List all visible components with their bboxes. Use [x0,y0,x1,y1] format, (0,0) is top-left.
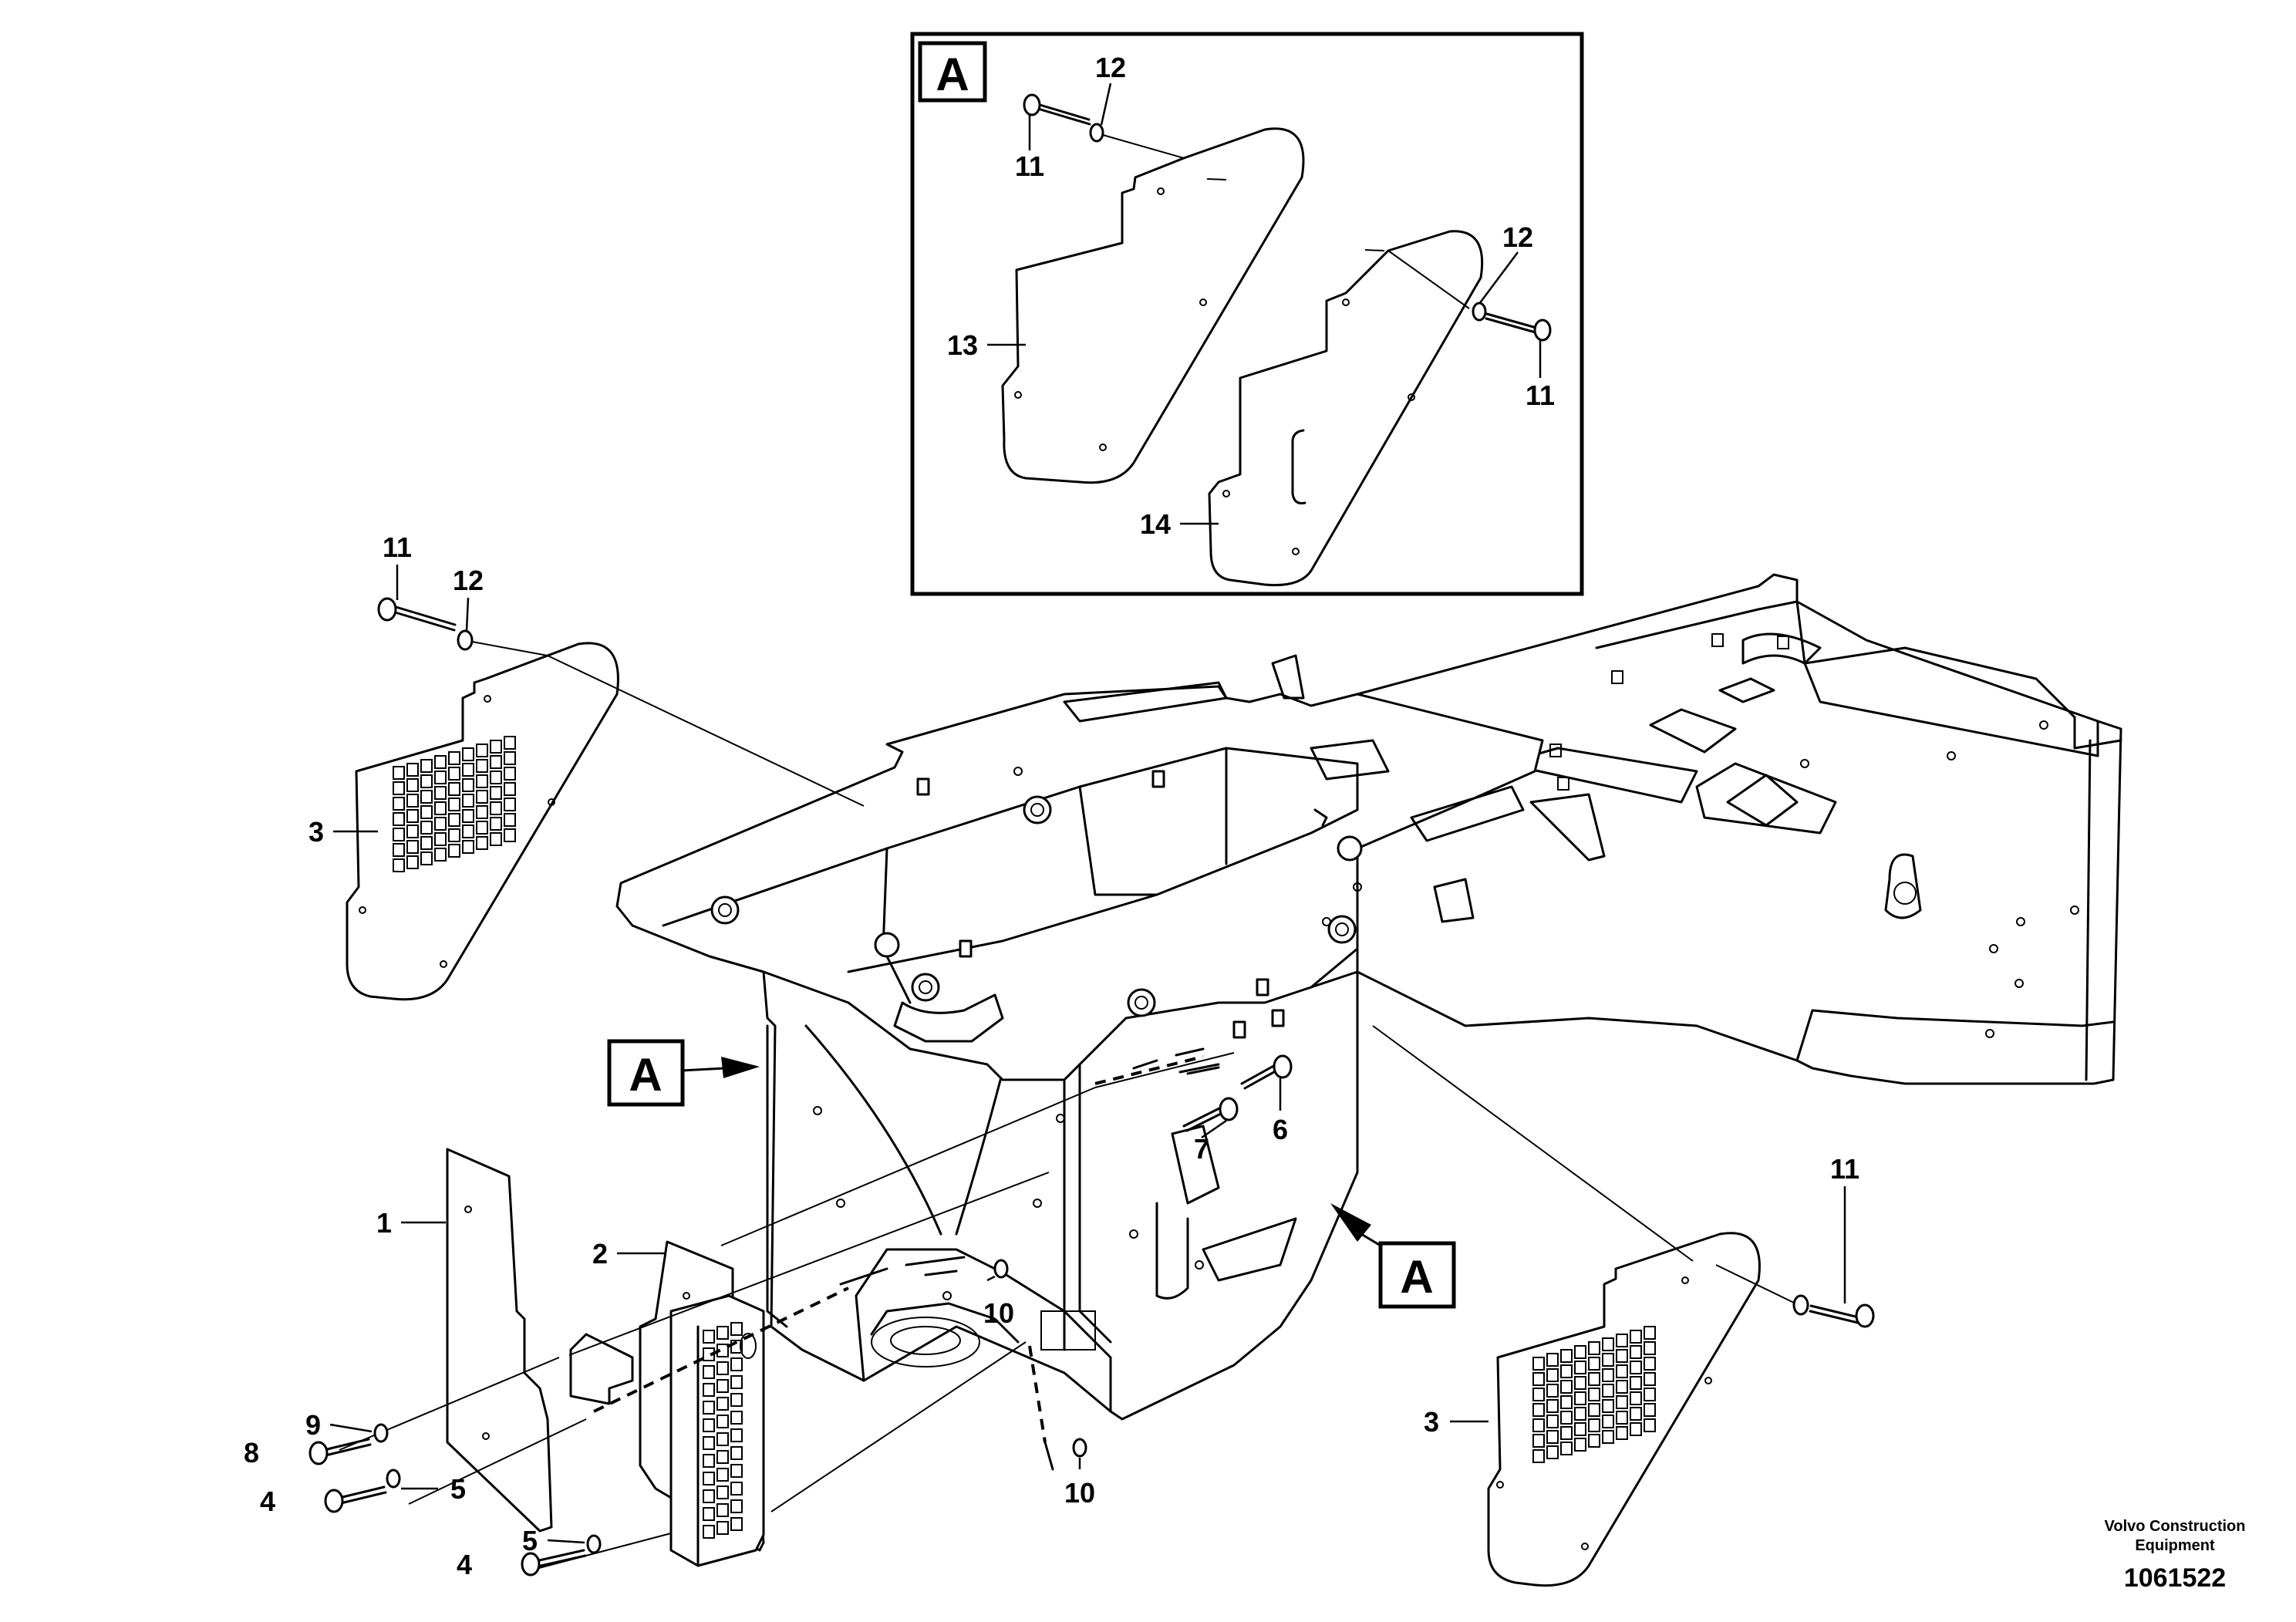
cover-plate-3-left [346,642,619,1001]
callout-11-right: 11 [1830,1153,1859,1185]
callout-3-right: 3 [1424,1406,1439,1438]
callout-11-detail-right: 11 [1526,379,1555,411]
callout-4-a: 4 [260,1485,275,1517]
callout-7: 7 [1194,1133,1209,1165]
callout-14: 14 [1140,508,1171,540]
view-ref-a-right: A [1330,1203,1456,1309]
handle [1291,429,1306,504]
view-ref-label-right: A [1400,1251,1433,1303]
plate-1 [446,1148,553,1533]
cover-plate-13 [1001,127,1305,484]
bolt-7 [1182,1097,1239,1132]
view-ref-label-left: A [629,1049,662,1101]
bolt-11-detail-right [1485,312,1552,342]
document-number: 1061522 [2124,1563,2226,1593]
bolt-4-a [324,1485,387,1513]
callout-13: 13 [947,329,978,361]
cover-plate-3-right [1487,1232,1761,1587]
bolt-8 [308,1438,372,1465]
washer-9 [373,1423,389,1443]
bolt-6 [1240,1054,1293,1090]
callout-11-left: 11 [383,531,412,563]
detail-view-a: A [910,32,1584,596]
washer-10-a [993,1259,1009,1279]
bolt-11-left [377,597,457,632]
callout-8: 8 [244,1437,259,1469]
bolt-4-b [521,1549,587,1576]
callout-10-a: 10 [983,1297,1014,1329]
callout-1: 1 [376,1207,392,1239]
washer-11-right [1792,1294,1809,1316]
view-ref-a-left: A [607,1039,760,1107]
washer-12-detail-top [1089,123,1104,143]
detail-view-label: A [936,49,969,100]
washer-12-detail-right [1472,302,1487,322]
main-frame [615,573,2122,1421]
bolt-11-detail-top [1023,93,1091,126]
callout-4-b: 4 [457,1549,472,1580]
washer-10-b [1072,1438,1087,1458]
callout-12-detail-top: 12 [1095,52,1126,83]
callout-6: 6 [1273,1114,1288,1145]
callout-11-detail-top: 11 [1015,150,1044,182]
detail-view-label-box [918,41,987,103]
callout-2: 2 [592,1238,608,1270]
callout-5-b: 5 [522,1525,538,1556]
bolt-11-right [1809,1303,1875,1328]
callout-5-a: 5 [450,1473,466,1505]
callout-12-left: 12 [453,565,484,596]
callout-12-detail-right: 12 [1502,221,1533,253]
cover-plate-14 [1208,230,1484,587]
washer-5-b [586,1534,602,1554]
grille-plate [669,1294,765,1567]
manufacturer-line-1: Volvo Construction [2105,1518,2246,1535]
manufacturer-line-2: Equipment [2135,1537,2215,1554]
callout-10-b: 10 [1064,1477,1095,1509]
washer-12-left [457,629,474,651]
bracket-plate [569,1333,634,1405]
callout-3-left: 3 [308,816,324,848]
callout-9: 9 [305,1409,321,1441]
washer-5-a [386,1469,401,1489]
